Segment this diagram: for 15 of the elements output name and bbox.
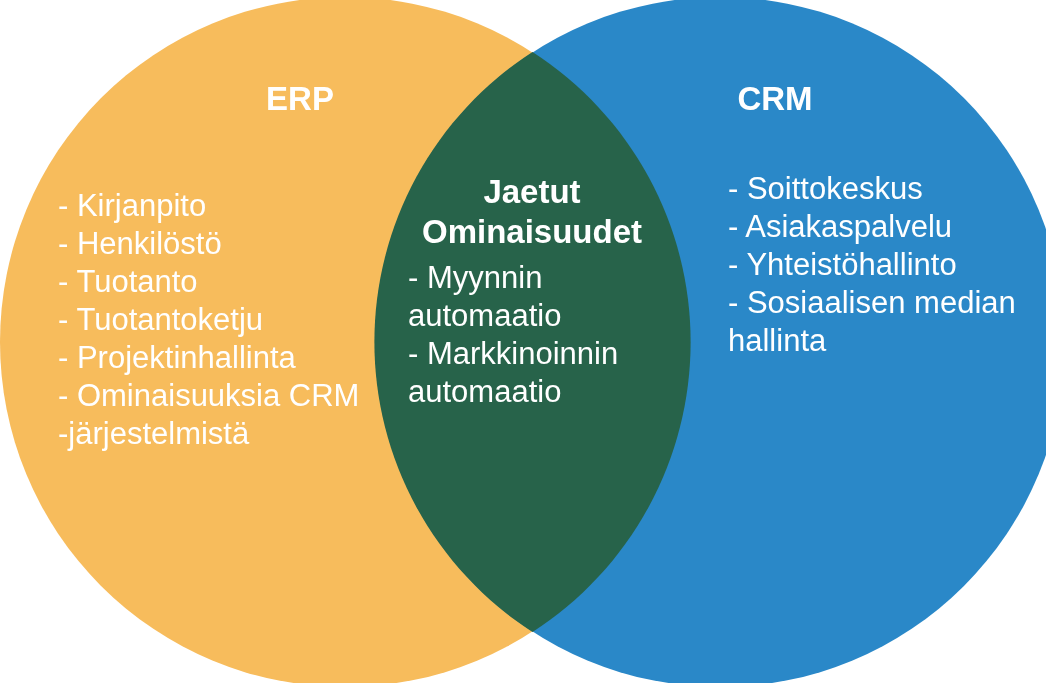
set-heading: CRM xyxy=(736,79,814,119)
list-item: - Asiakaspalvelu xyxy=(728,208,953,246)
list-item: - Kirjanpito xyxy=(58,187,208,225)
list-item: - Tuotanto xyxy=(58,263,199,301)
list-item: - Markkinoinnin automaatio xyxy=(408,335,620,411)
list-item: - Soittokeskus xyxy=(728,170,924,208)
list-item: - Projektinhallinta xyxy=(58,339,297,377)
set-heading: Jaetut Ominaisuudet xyxy=(421,172,643,252)
list-item: - Yhteistöhallinto xyxy=(728,246,958,284)
list-item: - Ominaisuuksia CRM -järjestelmistä xyxy=(58,377,361,453)
list-item: - Henkilöstö xyxy=(58,225,223,263)
list-item: - Sosiaalisen median hallinta xyxy=(728,284,1017,360)
set-heading: ERP xyxy=(265,79,335,119)
list-item: - Tuotantoketju xyxy=(58,301,265,339)
list-item: - Myynnin automaatio xyxy=(408,259,563,335)
